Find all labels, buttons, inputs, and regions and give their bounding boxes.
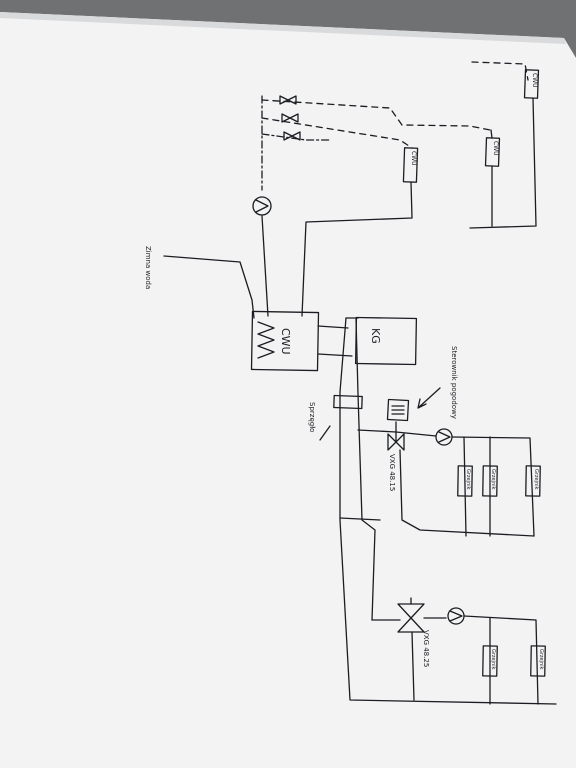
radiator-1c: Grzejnik [525, 465, 541, 497]
radiator-1b: Grzejnik [482, 465, 498, 497]
radiator-2a: Grzejnik [482, 645, 498, 677]
svg-text:Grzejnik: Grzejnik [533, 469, 539, 490]
separator [333, 394, 363, 410]
cwu-point-3: CWU [402, 147, 419, 183]
hand-drawn-schematic: CWU CWU CWU [144, 61, 557, 705]
svg-text:Grzejnik: Grzejnik [490, 469, 496, 490]
thermostat-icon [386, 398, 410, 422]
cwu-point-1: CWU [523, 69, 540, 99]
svg-text:CWU: CWU [492, 141, 499, 156]
valve-icon [283, 131, 301, 141]
three-way-valve-icon [397, 597, 425, 633]
paper-edge-shadow [0, 12, 566, 44]
svg-text:VXG 48.25: VXG 48.25 [422, 630, 430, 667]
svg-text:CWU: CWU [531, 73, 538, 88]
coil-icon [257, 321, 275, 359]
pump-icon [252, 196, 272, 216]
svg-text:Zimna woda: Zimna woda [144, 246, 152, 289]
radiator-2b: Grzejnik [530, 645, 546, 677]
svg-text:VXG 48.15: VXG 48.15 [388, 454, 396, 491]
paper-sheet [0, 12, 576, 768]
svg-text:Sprzęgło: Sprzęgło [308, 402, 316, 432]
svg-text:CWU: CWU [279, 328, 292, 355]
svg-text:CWU: CWU [410, 151, 417, 166]
svg-text:KG: KG [369, 328, 382, 344]
svg-text:Grzejnik: Grzejnik [538, 649, 544, 670]
valve-icon [279, 95, 297, 105]
svg-text:Sterownik pogodowy: Sterownik pogodowy [450, 346, 458, 419]
radiator-1a: Grzejnik [457, 465, 473, 497]
valve-icon [281, 113, 299, 123]
svg-text:Grzejnik: Grzejnik [465, 469, 471, 490]
svg-text:Grzejnik: Grzejnik [490, 649, 496, 670]
boiler-box: CWU [250, 310, 320, 372]
